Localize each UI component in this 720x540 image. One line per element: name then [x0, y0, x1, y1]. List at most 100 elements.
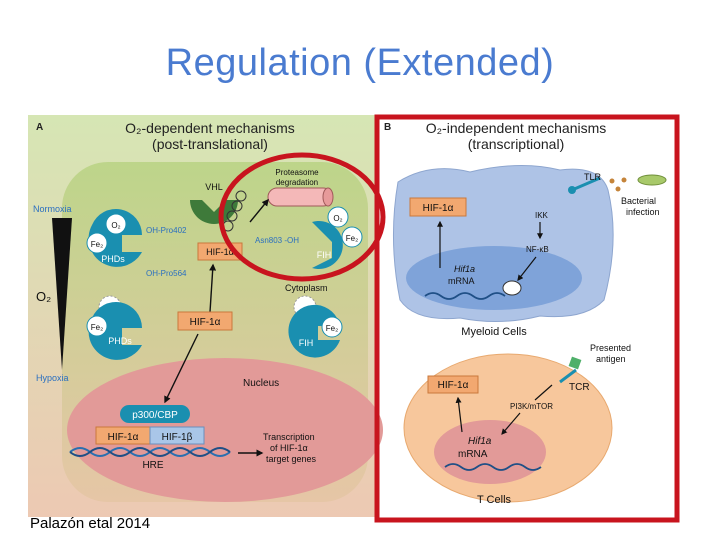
mrna-myeloid-label: mRNA	[448, 276, 475, 286]
hif1b-label: HIF-1β	[162, 432, 193, 443]
hypoxia-label: Hypoxia	[36, 373, 69, 383]
bacterial-label-2: infection	[626, 207, 660, 217]
hif1a-mid-label: HIF-1α	[190, 317, 221, 328]
phds-enzyme-bottom	[88, 302, 142, 360]
degradation-arrow	[249, 198, 269, 223]
o2-top-label: O₂	[111, 221, 120, 230]
hif1a-myeloid-box	[409, 197, 467, 217]
dna-strand-2	[69, 447, 231, 457]
oh-pro564-label: OH-Pro564	[146, 269, 187, 278]
highlight-box	[374, 114, 680, 523]
antigen-icon	[568, 356, 582, 370]
nfkb-arrow	[517, 256, 537, 281]
fe2-bottom-label: Fe₂	[91, 323, 103, 332]
hre-label: HRE	[142, 460, 163, 471]
hif1a-nuclear-label: HIF-1α	[108, 432, 139, 443]
panel-a: A O₂-dependent mechanisms (post-translat…	[28, 115, 383, 517]
normoxia-label: Normoxia	[33, 204, 72, 214]
cytoplasm-label: Cytoplasm	[285, 283, 328, 293]
hif1a-t-box	[427, 375, 479, 394]
transcription-label-2: of HIF-1α	[270, 443, 308, 453]
myeloid-dna-icon	[424, 292, 506, 300]
fe2-bottom-molecule-icon	[86, 315, 108, 337]
fih-bottom-label: FIH	[299, 338, 314, 348]
fe2-molecule-icon	[86, 232, 108, 254]
nucleus-label: Nucleus	[243, 378, 279, 389]
ubiquitin-icon	[226, 210, 238, 222]
t-cell-dna-icon	[444, 463, 542, 471]
hif1a-gene-myeloid-label: Hif1a	[454, 264, 475, 274]
o2-fih-molecule-icon	[327, 206, 349, 228]
asn803-label: Asn803 -OH	[255, 236, 299, 245]
presented-label-1: Presented	[590, 343, 631, 353]
tcr-receptor-icon	[559, 368, 577, 384]
fih-enzyme-top	[312, 221, 343, 269]
panel-a-heading-1: O₂-dependent mechanisms	[125, 120, 295, 136]
bacterium-icon	[637, 174, 667, 186]
hif1b-box	[149, 426, 205, 445]
vhl-shape	[190, 200, 238, 224]
slide-title: Regulation (Extended)	[165, 42, 555, 84]
pi3k-label: PI3K/mTOR	[510, 402, 553, 411]
fe2-top-label: Fe₂	[91, 240, 103, 249]
presented-label-2: antigen	[596, 354, 626, 364]
bacterial-label-1: Bacterial	[621, 196, 656, 206]
tlr-receptor-base-icon	[568, 186, 576, 194]
ikk-label: IKK	[535, 211, 549, 220]
hif1a-t-label: HIF-1α	[438, 380, 469, 391]
panel-a-letter: A	[36, 122, 43, 133]
p300-cbp-label: p300/CBP	[132, 410, 178, 421]
hif1a-myeloid-label: HIF-1α	[423, 203, 454, 214]
tcr-label: TCR	[569, 382, 590, 393]
panel-b: B O₂-independent mechanisms (transcripti…	[384, 120, 667, 506]
nuclear-translocation-arrow	[164, 333, 199, 404]
tlr-receptor-icon	[571, 176, 601, 192]
bacteria-particle-icon	[615, 186, 621, 192]
nfkb-label: NF-κB	[526, 245, 549, 254]
proteasome-cap	[322, 187, 334, 207]
pi3k-arrow	[501, 412, 521, 435]
t-translation-arrow	[455, 396, 463, 433]
transcription-label-3: target genes	[266, 454, 317, 464]
ubiquitin-icon	[231, 200, 243, 212]
phds-top-label: PHDs	[101, 254, 125, 264]
t-cell-nucleus	[434, 420, 546, 484]
phds-bottom-label: PHDs	[108, 336, 132, 346]
tcr-signal-line	[534, 384, 553, 401]
p300-cbp-shape	[120, 405, 190, 423]
panel-b-heading-1: O₂-independent mechanisms	[426, 120, 607, 136]
proteasome-shape	[267, 187, 333, 207]
o2-gradient-wedge	[52, 218, 72, 370]
o2-fih-label: O₂	[333, 214, 342, 223]
transcription-label-1: Transcription	[263, 432, 315, 442]
mrna-t-label: mRNA	[458, 449, 488, 460]
nfkb-promoter-icon	[502, 280, 522, 296]
highlight-circle	[218, 152, 386, 282]
o2-molecule-icon	[105, 213, 127, 235]
ubiquitin-icon	[235, 190, 247, 202]
fe2-fih-bottom-label: Fe₂	[326, 324, 338, 333]
panel-b-heading-2: (transcriptional)	[468, 136, 564, 152]
fe2-fih-label: Fe₂	[346, 234, 358, 243]
phds-enzyme-top	[88, 209, 142, 267]
t-cells-label: T Cells	[477, 494, 512, 506]
proteasome-label-2: degradation	[276, 178, 318, 187]
vhl-label: VHL	[205, 182, 223, 192]
fe2-fih-bottom-molecule-icon	[321, 316, 343, 338]
hif1a-gene-t-label: Hif1a	[468, 436, 492, 447]
tlr-label: TLR	[584, 172, 602, 182]
hif-hydroxylation-arrow	[209, 263, 217, 313]
citation: Palazón etal 2014	[30, 515, 151, 532]
fih-top-label: FIH	[317, 250, 332, 260]
bacteria-particle-icon	[621, 177, 627, 183]
o2-gradient-label: O₂	[36, 289, 51, 304]
panel-a-heading-2: (post-translational)	[152, 136, 268, 152]
hif1a-mid-box	[177, 311, 233, 331]
hif1a-top-label: HIF-1α	[206, 247, 234, 257]
fe2-fih-molecule-icon	[341, 226, 363, 248]
proteasome-label-1: Proteasome	[275, 168, 319, 177]
oh-pro402-label: OH-Pro402	[146, 226, 187, 235]
panel-b-letter: B	[384, 122, 391, 133]
myeloid-cells-label: Myeloid Cells	[461, 326, 527, 338]
